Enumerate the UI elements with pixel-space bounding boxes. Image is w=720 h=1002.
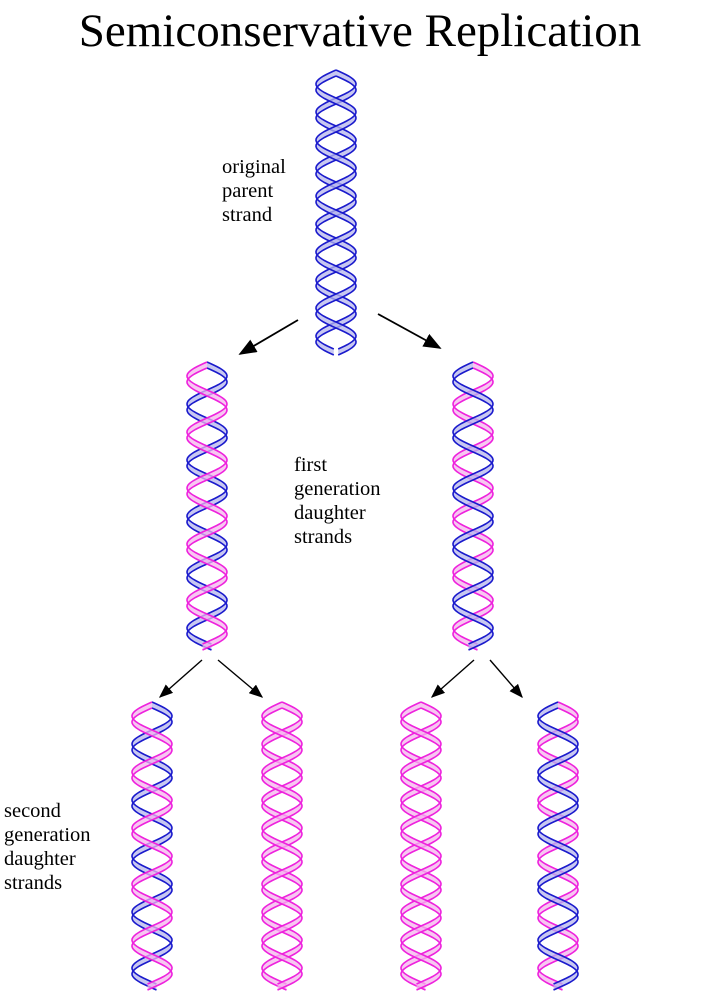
strand-ribbon-new [262, 702, 302, 990]
dna-helix-parent [315, 69, 357, 356]
strand-edge-new [452, 367, 494, 651]
label-line: generation [294, 478, 381, 500]
label-line: strands [4, 872, 63, 894]
replication-arrow [217, 659, 264, 698]
strand-ribbon-parent [316, 70, 356, 355]
strand-edge-new [131, 701, 173, 985]
strand-edge-parent [131, 707, 173, 991]
strand-ribbon-new [132, 702, 172, 990]
dna-helix-second-3 [400, 701, 442, 991]
replication-arrow [238, 319, 299, 355]
strand-edge-new [400, 701, 442, 985]
dna-helix-second-1 [131, 701, 173, 991]
label-first-generation-daughter-strands: first generation daughter strands [294, 453, 381, 549]
strand-edge-new [261, 707, 303, 991]
strand-edge-parent [315, 69, 357, 350]
replication-arrow [430, 659, 475, 698]
strand-ribbon-parent [453, 362, 493, 650]
strand-ribbon-new [187, 362, 227, 650]
dna-helix-first-right [452, 361, 494, 651]
label-line: generation [4, 824, 91, 846]
strand-edge-new [261, 701, 303, 985]
dna-helix-first-left [186, 361, 228, 651]
replication-arrow [158, 659, 203, 698]
label-second-generation-daughter-strands: second generation daughter strands [4, 799, 91, 895]
strand-edge-new [400, 707, 442, 991]
dna-helix-second-4 [537, 701, 579, 991]
label-line: parent [222, 180, 274, 202]
label-line: first [294, 454, 328, 476]
label-original-parent-strand: original parent strand [222, 155, 286, 227]
strand-edge-new [261, 707, 303, 991]
label-line: second [4, 800, 61, 822]
strand-edge-parent [315, 69, 357, 350]
strand-edge-new [131, 707, 173, 991]
replication-arrow [489, 659, 523, 699]
strand-edge-new [186, 367, 228, 651]
label-line: daughter [294, 502, 366, 524]
label-line: original [222, 156, 286, 178]
dna-helix-second-2 [261, 701, 303, 991]
label-line: strand [222, 204, 273, 226]
strand-edge-parent [537, 701, 579, 985]
strand-edge-parent [537, 707, 579, 991]
label-line: strands [294, 526, 353, 548]
strand-edge-new [537, 707, 579, 991]
strand-edge-parent [452, 367, 494, 651]
strand-edge-parent [315, 75, 357, 356]
strand-edge-new [186, 361, 228, 645]
diagram-title: Semiconservative Replication [78, 5, 642, 57]
strand-edge-new [400, 707, 442, 991]
strand-ribbon-new [401, 702, 441, 990]
label-line: daughter [4, 848, 76, 870]
replication-arrow [377, 313, 442, 349]
strand-edge-parent [452, 361, 494, 645]
helices-group [131, 69, 579, 991]
arrows-group [158, 313, 523, 699]
strand-edge-parent [186, 367, 228, 651]
strand-ribbon-parent [538, 702, 578, 990]
